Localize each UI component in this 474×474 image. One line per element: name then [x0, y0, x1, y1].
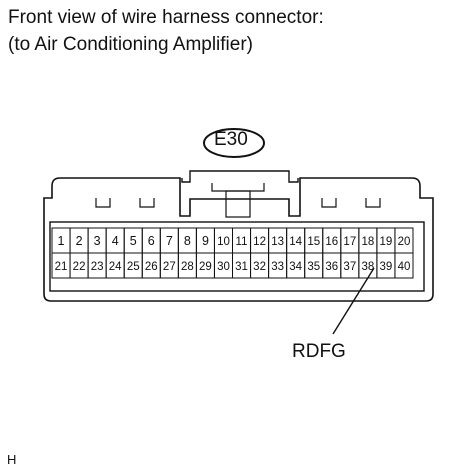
pin-number: 29 [199, 261, 212, 273]
housing-bump-left [95, 198, 111, 208]
pin-number: 26 [145, 261, 158, 273]
pin-number: 2 [76, 234, 83, 248]
connector-code: E30 [214, 129, 248, 150]
connector-latch [181, 170, 299, 183]
pin-number: 1 [58, 234, 65, 248]
pin-number: 7 [166, 234, 173, 248]
pin-number: 36 [325, 261, 338, 273]
connector-housing [43, 177, 434, 302]
housing-bump-right [321, 198, 337, 208]
pin-number: 4 [112, 234, 119, 248]
pin-number: 32 [253, 261, 266, 273]
pin-number: 30 [217, 261, 230, 273]
diagram-title: Front view of wire harness connector: [8, 7, 324, 28]
pin-number: 6 [148, 234, 155, 248]
footer-code: H [7, 452, 17, 467]
pin-number: 8 [184, 234, 191, 248]
pin-number: 19 [380, 236, 393, 248]
pin-number: 23 [91, 261, 104, 273]
pin-number: 16 [325, 236, 338, 248]
pin-number: 25 [127, 261, 140, 273]
pin-number: 17 [343, 236, 356, 248]
pin-number: 40 [398, 261, 411, 273]
pin-number: 34 [289, 261, 302, 273]
pin-number: 31 [235, 261, 248, 273]
pin-number: 9 [202, 234, 209, 248]
pin-number: 3 [94, 234, 101, 248]
housing-bump-right-2 [365, 198, 381, 208]
diagram-subtitle: (to Air Conditioning Amplifier) [8, 34, 253, 55]
pin-number: 27 [163, 261, 176, 273]
pin-number: 28 [181, 261, 194, 273]
pin-number: 22 [73, 261, 86, 273]
pin-frame [49, 221, 425, 292]
pin-number: 37 [343, 261, 356, 273]
pin-number: 24 [109, 261, 122, 273]
pin-number: 14 [289, 236, 302, 248]
pin-number: 20 [398, 236, 411, 248]
pin-number: 21 [55, 261, 68, 273]
pin-number: 38 [361, 261, 374, 273]
pin-number: 39 [380, 261, 393, 273]
latch-slot [211, 183, 265, 192]
pin-number: 35 [307, 261, 320, 273]
callout-leader [332, 267, 375, 335]
connector-code-oval [203, 128, 265, 158]
pin-cell [394, 252, 414, 279]
pin-number: 15 [307, 236, 320, 248]
latch-tab [225, 190, 251, 218]
pin-number: 12 [253, 236, 266, 248]
pin-number: 5 [130, 234, 137, 248]
pin-number: 33 [271, 261, 284, 273]
housing-bump-left-2 [139, 198, 155, 208]
pin-number: 18 [361, 236, 374, 248]
pin-number: 11 [236, 236, 248, 248]
pin-number: 10 [217, 236, 230, 248]
pin-number: 13 [271, 236, 284, 248]
callout-label: RDFG [292, 341, 346, 362]
